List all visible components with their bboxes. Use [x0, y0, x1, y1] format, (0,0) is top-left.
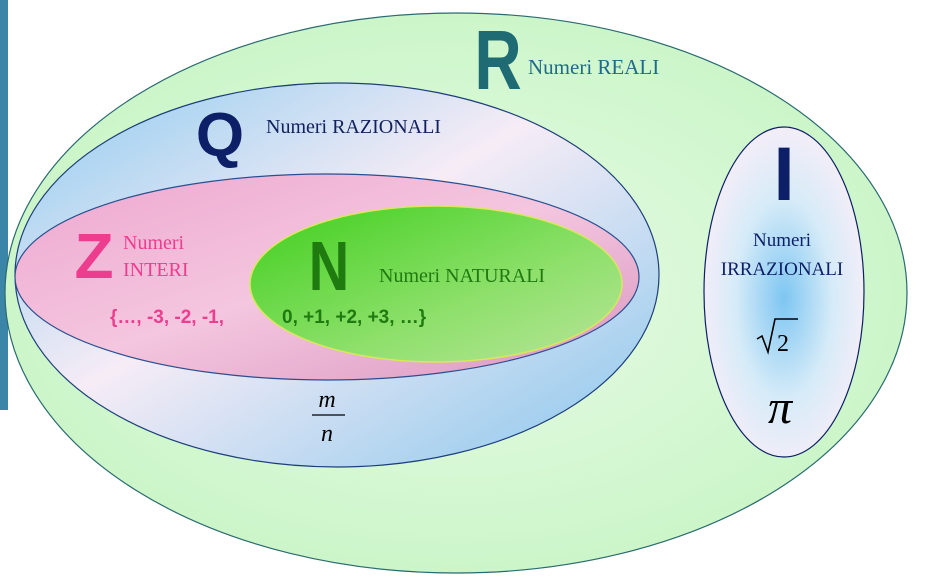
rationals-symbol: Q: [196, 101, 244, 170]
integers-examples: {…, -3, -2, -1,: [110, 307, 224, 328]
radical-sign-icon: [756, 318, 798, 355]
rationals-label: Numeri RAZIONALI: [266, 116, 441, 138]
irrationals-label-line2: IRRAZIONALI: [721, 259, 843, 280]
pi-example: π: [768, 381, 794, 434]
naturals-set-ellipse: [249, 205, 623, 363]
left-accent-bar: [0, 0, 8, 410]
reals-symbol: R: [474, 13, 521, 107]
sqrt-two-example: 2: [756, 318, 798, 357]
rational-fraction: m n: [312, 387, 345, 447]
irrationals-set-ellipse: [703, 126, 865, 458]
irrationals-label-line1: Numeri: [753, 230, 811, 251]
integers-label-line1: Numeri: [123, 232, 185, 254]
fraction-denominator: n: [321, 421, 333, 447]
naturals-examples: 0, +1, +2, +3, …}: [282, 307, 427, 328]
irrationals-symbol: I: [773, 132, 794, 217]
sqrt-radicand: 2: [777, 331, 789, 357]
integers-label-line2: INTERI: [123, 259, 189, 281]
fraction-numerator: m: [318, 387, 335, 413]
reals-label: Numeri REALI: [528, 55, 659, 79]
integers-symbol: Z: [74, 220, 113, 292]
naturals-label: Numeri NATURALI: [379, 265, 545, 287]
naturals-symbol: N: [309, 228, 349, 305]
